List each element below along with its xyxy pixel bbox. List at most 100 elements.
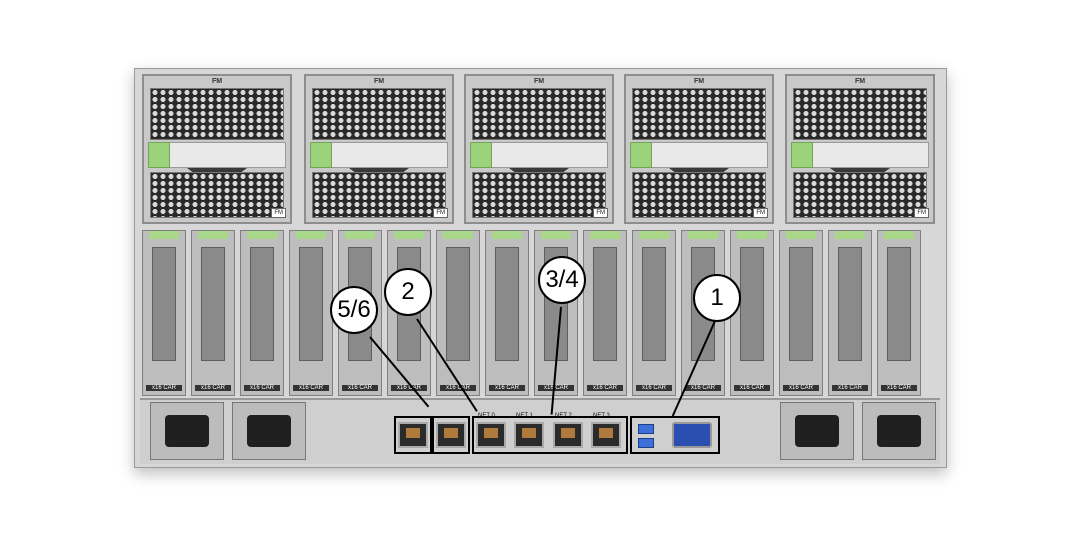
fan-badge: FM [753, 208, 768, 218]
fan-lower-grille [632, 172, 766, 218]
callout-box-2 [432, 416, 470, 454]
slot-latch [492, 231, 522, 239]
pcie-slot: x16 CAR [828, 230, 872, 396]
fan-module: FM FM [142, 74, 292, 224]
power-supply [862, 402, 936, 460]
pcie-slot: x16 CAR [191, 230, 235, 396]
fan-handle [791, 142, 929, 168]
slot-caption: x16 CAR [244, 385, 280, 391]
net-port-3 [591, 422, 621, 448]
net-mgt-port [436, 422, 466, 448]
callout-box-5-6 [394, 416, 432, 454]
slot-caption: x16 CAR [146, 385, 182, 391]
slot-caption: x16 CAR [832, 385, 868, 391]
fan-grille [632, 88, 766, 140]
slot-latch [443, 231, 473, 239]
slot-caption: x16 CAR [342, 385, 378, 391]
fan-latch [310, 142, 332, 168]
slot-panel [152, 247, 176, 361]
fan-module: FM FM [304, 74, 454, 224]
power-supply [780, 402, 854, 460]
slot-latch [149, 231, 179, 239]
power-inlet [165, 415, 209, 447]
slot-latch [737, 231, 767, 239]
slot-latch [639, 231, 669, 239]
callout-bubble-1: 1 [693, 274, 741, 322]
slot-caption: x16 CAR [587, 385, 623, 391]
fan-label: FM [211, 78, 223, 85]
slot-panel [789, 247, 813, 361]
slot-panel [299, 247, 323, 361]
fan-handle [630, 142, 768, 168]
fan-lower-grille [150, 172, 284, 218]
pcie-slot: x16 CAR [436, 230, 480, 396]
fan-handle [148, 142, 286, 168]
slot-caption: x16 CAR [440, 385, 476, 391]
pcie-slot: x16 CAR [730, 230, 774, 396]
slot-latch [345, 231, 375, 239]
net-port-2 [553, 422, 583, 448]
fan-lower-grille [312, 172, 446, 218]
pcie-slot: x16 CAR [289, 230, 333, 396]
fan-module: FM FM [464, 74, 614, 224]
serial-mgt-port [398, 422, 428, 448]
net-port-1 [514, 422, 544, 448]
slot-panel [446, 247, 470, 361]
slot-panel [250, 247, 274, 361]
slot-caption: x16 CAR [685, 385, 721, 391]
vga-port [672, 422, 712, 448]
slot-latch [198, 231, 228, 239]
slot-latch [541, 231, 571, 239]
fan-grille [312, 88, 446, 140]
pcie-slot: x16 CAR [583, 230, 627, 396]
callout-box-3-4 [472, 416, 628, 454]
usb-port [638, 424, 654, 434]
slot-caption: x16 CAR [881, 385, 917, 391]
slot-latch [247, 231, 277, 239]
slot-latch [590, 231, 620, 239]
power-supply [232, 402, 306, 460]
power-supply [150, 402, 224, 460]
pcie-slot: x16 CAR [142, 230, 186, 396]
slot-latch [835, 231, 865, 239]
callout-bubble-3-4: 3/4 [538, 256, 586, 304]
pcie-slot: x16 CAR [240, 230, 284, 396]
slot-panel [593, 247, 617, 361]
fan-grille [793, 88, 927, 140]
slot-panel [201, 247, 225, 361]
slot-latch [394, 231, 424, 239]
usb-port [638, 438, 654, 448]
fan-grille [472, 88, 606, 140]
fan-label: FM [854, 78, 866, 85]
callout-box-1 [630, 416, 720, 454]
pcie-slot: x16 CAR [779, 230, 823, 396]
fan-badge: FM [271, 208, 286, 218]
slot-caption: x16 CAR [636, 385, 672, 391]
net-port-0 [476, 422, 506, 448]
fan-label: FM [533, 78, 545, 85]
fan-handle [310, 142, 448, 168]
fan-badge: FM [433, 208, 448, 218]
fan-latch [470, 142, 492, 168]
slot-caption: x16 CAR [293, 385, 329, 391]
fan-module: FM FM [785, 74, 935, 224]
fan-lower-grille [793, 172, 927, 218]
slot-caption: x16 CAR [538, 385, 574, 391]
fan-module: FM FM [624, 74, 774, 224]
power-inlet [247, 415, 291, 447]
fan-latch [148, 142, 170, 168]
fan-lower-grille [472, 172, 606, 218]
slot-panel [495, 247, 519, 361]
fan-label: FM [693, 78, 705, 85]
fan-latch [791, 142, 813, 168]
slot-panel [740, 247, 764, 361]
slot-latch [884, 231, 914, 239]
pcie-slot: x16 CAR [485, 230, 529, 396]
fan-handle [470, 142, 608, 168]
pcie-slot: x16 CAR [632, 230, 676, 396]
callout-bubble-5-6: 5/6 [330, 286, 378, 334]
fan-label: FM [373, 78, 385, 85]
callout-bubble-2: 2 [384, 268, 432, 316]
fan-badge: FM [914, 208, 929, 218]
fan-grille [150, 88, 284, 140]
